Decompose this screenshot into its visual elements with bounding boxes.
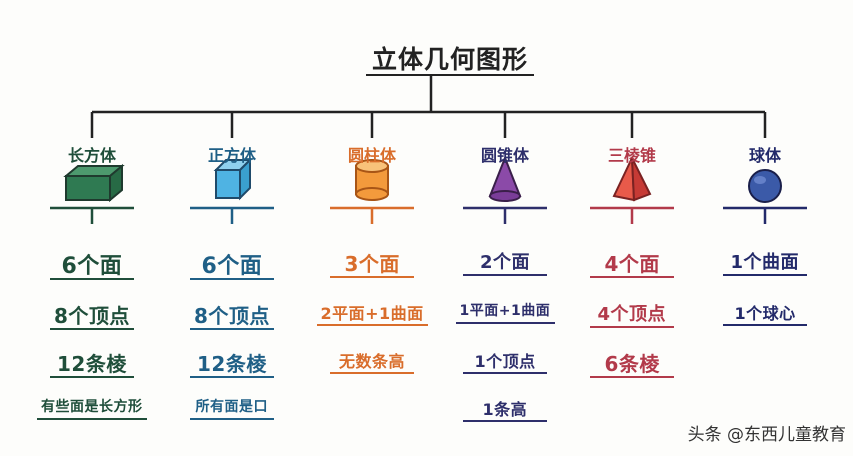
column-label: 球体 — [748, 146, 781, 165]
property-underline — [463, 274, 547, 276]
property-underline — [50, 328, 134, 330]
property-item: 1个顶点 — [474, 352, 536, 371]
property-item: 2平面+1曲面 — [320, 304, 424, 323]
property-underline — [463, 420, 547, 422]
property-underline — [330, 372, 414, 374]
property-underline — [50, 278, 134, 280]
sphere-shape — [748, 169, 782, 203]
triangular-pyramid-shape — [612, 157, 652, 202]
property-underline — [190, 418, 274, 420]
cylinder-shape — [355, 159, 389, 201]
property-underline — [190, 376, 274, 378]
property-underline — [590, 326, 674, 328]
title-underline — [366, 74, 534, 76]
watermark: 头条 @东西儿童教育 — [687, 425, 846, 445]
property-item: 8个顶点 — [194, 304, 270, 328]
column-label: 圆柱体 — [347, 146, 396, 165]
property-underline — [463, 372, 547, 374]
property-item: 有些面是长方形 — [41, 399, 143, 415]
property-underline — [330, 276, 414, 278]
property-item: 4个顶点 — [597, 304, 667, 325]
property-underline — [590, 276, 674, 278]
column-label: 长方体 — [67, 146, 116, 165]
cuboid-shape — [63, 163, 125, 203]
tree-connectors — [90, 76, 767, 138]
property-item: 1个曲面 — [730, 252, 800, 273]
property-item: 12条棱 — [57, 352, 127, 376]
property-underline — [455, 322, 555, 324]
property-item: 2个面 — [480, 252, 531, 273]
property-underline — [723, 274, 807, 276]
property-item: 6条棱 — [604, 352, 660, 376]
property-underline — [723, 324, 807, 326]
property-item: 6个面 — [201, 254, 263, 279]
property-underline — [37, 418, 147, 420]
property-item: 所有面是口 — [195, 399, 268, 415]
column-label: 三棱锥 — [607, 146, 656, 165]
page-title: 立体几何图形 — [371, 45, 528, 74]
property-item: 无数条高 — [339, 352, 406, 371]
property-underline — [590, 376, 674, 378]
property-item: 1条高 — [482, 400, 528, 419]
property-underline — [190, 328, 274, 330]
cone-shape — [488, 155, 522, 202]
property-item: 8个顶点 — [54, 304, 130, 328]
cube-shape — [213, 157, 253, 201]
property-underline — [190, 278, 274, 280]
property-item: 6个面 — [61, 254, 123, 279]
property-underline — [316, 324, 428, 326]
property-item: 3个面 — [344, 252, 400, 276]
property-item: 1个球心 — [734, 304, 796, 323]
column-label: 正方体 — [207, 146, 256, 165]
property-item: 4个面 — [604, 252, 660, 276]
property-item: 12条棱 — [197, 352, 267, 376]
column-label: 圆锥体 — [480, 146, 529, 165]
property-underline — [50, 376, 134, 378]
property-item: 1平面+1曲面 — [459, 303, 551, 319]
